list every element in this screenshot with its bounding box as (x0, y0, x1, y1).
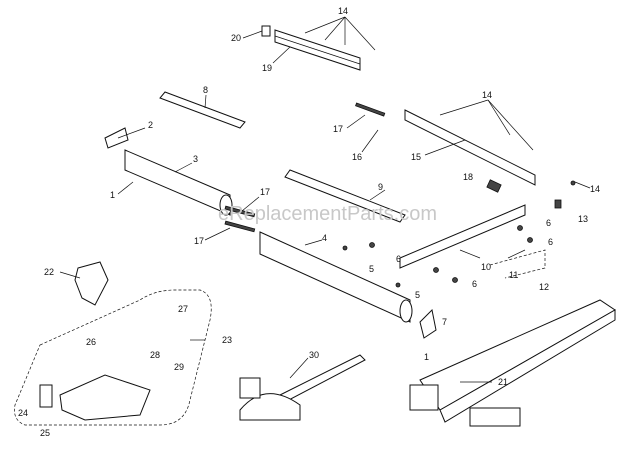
callout-6: 6 (546, 218, 551, 228)
part-8-scale (159, 91, 246, 129)
callout-6: 6 (472, 279, 477, 289)
leader-lines (59, 30, 591, 383)
callout-3: 3 (193, 154, 198, 164)
callout-21: 21 (498, 377, 508, 387)
callout-28: 28 (150, 350, 160, 360)
callout-18: 18 (463, 172, 473, 182)
callout-5: 5 (415, 290, 420, 300)
part-23-assembly (59, 374, 151, 421)
callout-10: 10 (481, 262, 491, 272)
callout-7: 7 (442, 317, 447, 327)
callout-15: 15 (411, 152, 421, 162)
watermark: eReplacementParts.com (218, 203, 437, 225)
callout-13: 13 (578, 214, 588, 224)
callout-26: 26 (86, 337, 96, 347)
callout-6: 6 (396, 254, 401, 264)
part-14-screws-top (304, 16, 376, 51)
callout-5: 5 (369, 264, 374, 274)
part-2-plate (104, 127, 129, 149)
callout-labels: 14 20 19 8 14 17 16 2 3 15 1 18 14 13 9 … (18, 6, 600, 438)
part-21-rip-fence (409, 299, 616, 427)
callout-1: 1 (424, 352, 429, 362)
part-18-label (486, 179, 502, 193)
callout-9: 9 (378, 182, 383, 192)
part-7-plate (419, 308, 437, 339)
callout-8: 8 (203, 85, 208, 95)
callout-14: 14 (590, 184, 600, 194)
callout-29: 29 (174, 362, 184, 372)
callout-1: 1 (110, 190, 115, 200)
callout-30: 30 (309, 350, 319, 360)
part-9-scale (284, 169, 406, 223)
part-10-rail (399, 204, 526, 269)
callout-27: 27 (178, 304, 188, 314)
callout-17: 17 (194, 236, 204, 246)
part-17-connector (224, 205, 256, 218)
callout-2: 2 (148, 120, 153, 130)
callout-22: 22 (44, 267, 54, 277)
part-17-connector (355, 102, 386, 117)
callout-25: 25 (40, 428, 50, 438)
part-15-rail (404, 109, 536, 186)
callout-24: 24 (18, 408, 28, 418)
part-24-insert (39, 384, 53, 408)
part-22-blade-guard (74, 261, 109, 306)
part-23-kit-outline (14, 289, 212, 426)
part-19-rail (261, 25, 361, 71)
callout-20: 20 (231, 33, 241, 43)
callout-4: 4 (322, 233, 327, 243)
callout-19: 19 (262, 63, 272, 73)
part-30-miter-gauge (239, 354, 366, 421)
callout-14: 14 (338, 6, 348, 16)
callout-17: 17 (260, 187, 270, 197)
callout-16: 16 (352, 152, 362, 162)
callout-6: 6 (548, 237, 553, 247)
part-4-front-rail (259, 231, 413, 323)
part-5-6-fasteners (342, 180, 576, 288)
callout-11: 11 (509, 270, 518, 280)
callout-17: 17 (333, 124, 343, 134)
part-3-front-rail (124, 149, 233, 216)
callout-12: 12 (539, 282, 549, 292)
callout-14: 14 (482, 90, 492, 100)
part-17-connector (224, 220, 256, 233)
callout-23: 23 (222, 335, 232, 345)
